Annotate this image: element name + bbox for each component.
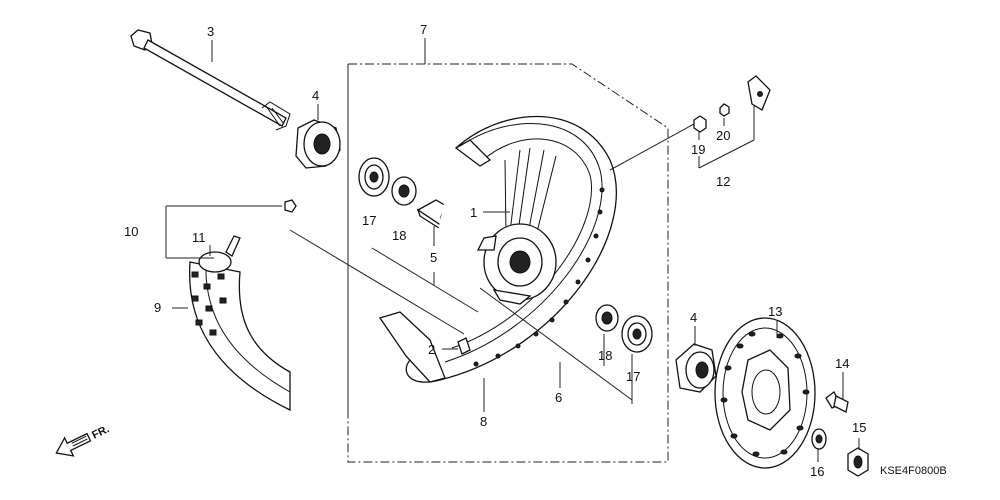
diagram-code: KSE4F0800B	[880, 465, 947, 477]
rim-spoke-holes	[473, 187, 605, 367]
callout-12: 12	[716, 174, 730, 189]
rim-band-nut	[693, 115, 707, 133]
callout-17-top: 17	[362, 213, 376, 228]
bearing-left	[391, 176, 417, 206]
bearing-right	[595, 304, 619, 332]
callout-20: 20	[716, 128, 730, 143]
leader-lines	[165, 38, 860, 462]
callout-labels: 1 2 3 4 4 5 6 7 8 9 10 11 12 13 14 15 16…	[124, 22, 866, 479]
side-collar-left	[295, 119, 341, 169]
side-collar-right	[675, 343, 717, 393]
inner-tube-valve	[198, 235, 241, 273]
callout-13: 13	[768, 304, 782, 319]
tire-knobs	[191, 271, 227, 336]
brake-disc	[714, 317, 816, 469]
valve-cap	[284, 199, 297, 213]
disc-bolt	[825, 391, 849, 413]
callout-7: 7	[420, 22, 427, 37]
spoke-nipple	[457, 337, 471, 355]
callout-14: 14	[835, 356, 849, 371]
callout-6: 6	[555, 390, 562, 405]
small-nut	[719, 103, 730, 117]
callout-1: 1	[470, 205, 477, 220]
callout-18-bottom: 18	[598, 348, 612, 363]
callout-4-top: 4	[312, 88, 319, 103]
arrow-icon	[55, 432, 92, 457]
direction-label: FR.	[90, 423, 111, 442]
front-axle	[130, 29, 291, 131]
tire	[188, 261, 291, 412]
callout-17-bottom: 17	[626, 369, 640, 384]
callout-5: 5	[430, 250, 437, 265]
hub-spokes	[476, 147, 557, 305]
dust-seal-left	[358, 157, 390, 197]
callout-8: 8	[480, 414, 487, 429]
rim-lock	[747, 75, 771, 111]
callout-18-top: 18	[392, 228, 406, 243]
washer	[811, 428, 827, 450]
callout-10: 10	[124, 224, 138, 239]
disc-vent-holes	[720, 331, 810, 457]
callout-9: 9	[154, 300, 161, 315]
axle-nut	[847, 447, 869, 477]
front-direction-arrow: FR.	[55, 423, 111, 457]
callout-11: 11	[192, 230, 206, 245]
callout-4-bottom: 4	[690, 310, 697, 325]
callout-15: 15	[852, 420, 866, 435]
callout-16: 16	[810, 464, 824, 479]
dust-seal-right	[621, 315, 653, 353]
callout-2: 2	[428, 342, 435, 357]
callout-19: 19	[691, 142, 705, 157]
wheel-assembly-boundary	[347, 63, 669, 463]
callout-3: 3	[207, 24, 214, 39]
